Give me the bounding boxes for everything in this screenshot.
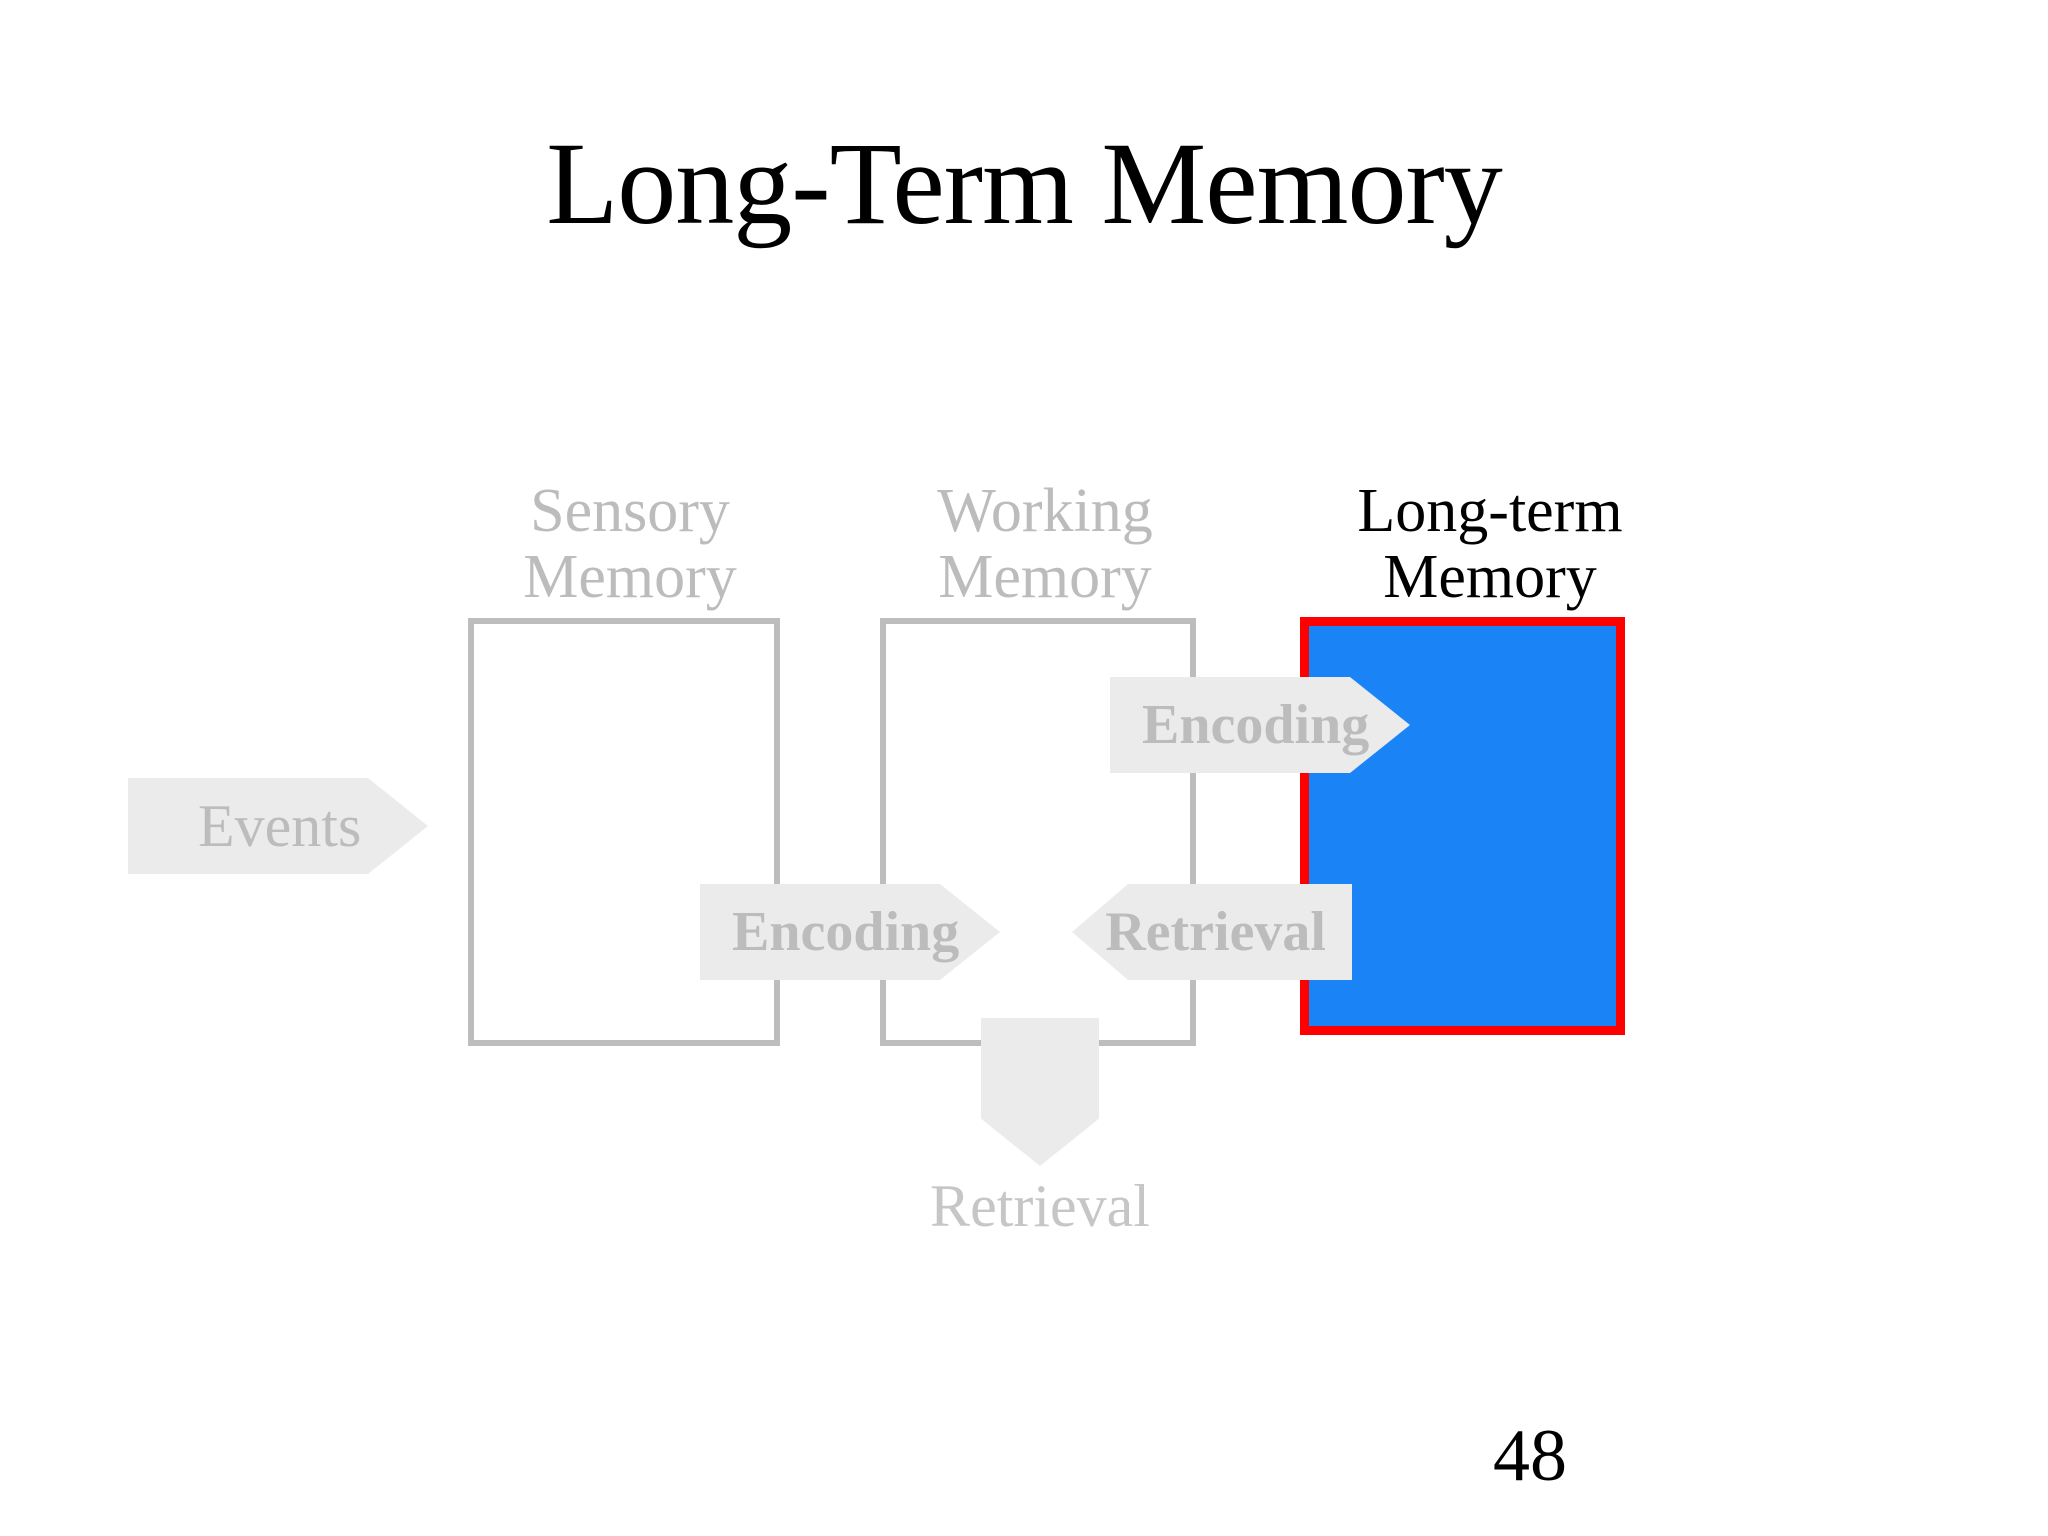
page-number: 48 (1493, 1415, 1567, 1497)
events-arrow: Events (128, 778, 428, 874)
events-arrow-label: Events (198, 792, 362, 859)
working-memory-label: Working Memory (937, 477, 1153, 612)
encoding-to-longterm-arrow: Encoding (1110, 677, 1410, 773)
retrieval-to-working-arrow: Retrieval (1072, 884, 1352, 980)
retrieval-output-label: Retrieval (930, 1173, 1150, 1239)
encoding-to-longterm-label: Encoding (1142, 694, 1370, 756)
page-title: Long-Term Memory (546, 118, 1503, 249)
encoding-to-working-label: Encoding (732, 901, 960, 963)
retrieval-to-working-label: Retrieval (1105, 901, 1326, 963)
sensory-memory-box[interactable] (468, 618, 780, 1046)
sensory-memory-label: Sensory Memory (523, 477, 737, 612)
long-term-memory-label: Long-term Memory (1357, 477, 1623, 612)
retrieval-output-arrow (981, 1018, 1099, 1166)
encoding-to-working-arrow: Encoding (700, 884, 1000, 980)
